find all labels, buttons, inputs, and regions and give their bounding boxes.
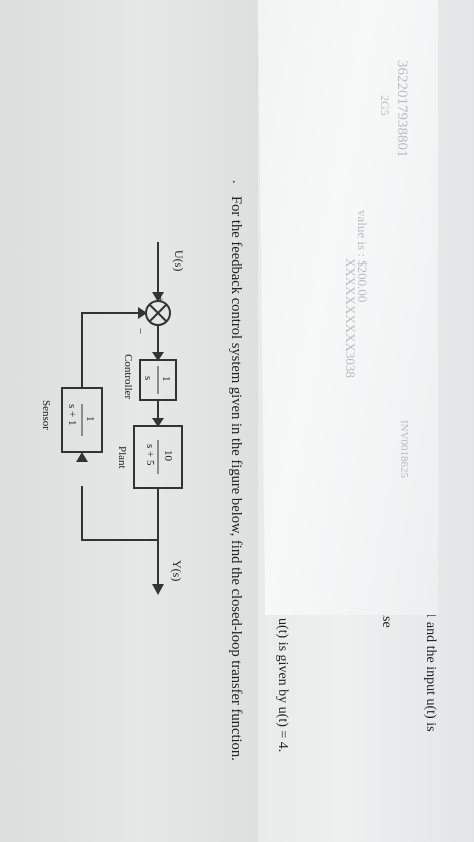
- sum-minus-sign: −: [134, 328, 146, 335]
- controller-arrowhead: [152, 352, 164, 361]
- folded-receipt-flap: [258, 0, 438, 615]
- plant-denominator: s + 5: [144, 444, 156, 466]
- plant-numerator: 10: [162, 450, 174, 461]
- feedback-arrowhead: [138, 307, 147, 319]
- output-arrowhead: [152, 584, 164, 595]
- sensor-denominator: s + 1: [66, 404, 78, 426]
- controller-caption: Controller: [122, 354, 134, 400]
- plant-caption: Plant: [116, 446, 128, 469]
- feedback-line-a: [81, 486, 158, 541]
- sensor-numerator: 1: [84, 416, 96, 422]
- sum-plus-sign: +: [154, 296, 166, 303]
- sensor-caption: Sensor: [40, 400, 52, 430]
- sensor-arrowhead: [76, 452, 88, 462]
- controller-numerator: 1: [160, 376, 172, 382]
- output-label: Y(s): [170, 560, 184, 582]
- input-label: U(s): [172, 250, 186, 272]
- summing-cross-b: [149, 304, 167, 322]
- feedback-line-b: [81, 312, 145, 388]
- plant-arrowhead: [152, 418, 164, 427]
- controller-denominator: s: [142, 376, 154, 381]
- input-arrowhead: [152, 292, 164, 302]
